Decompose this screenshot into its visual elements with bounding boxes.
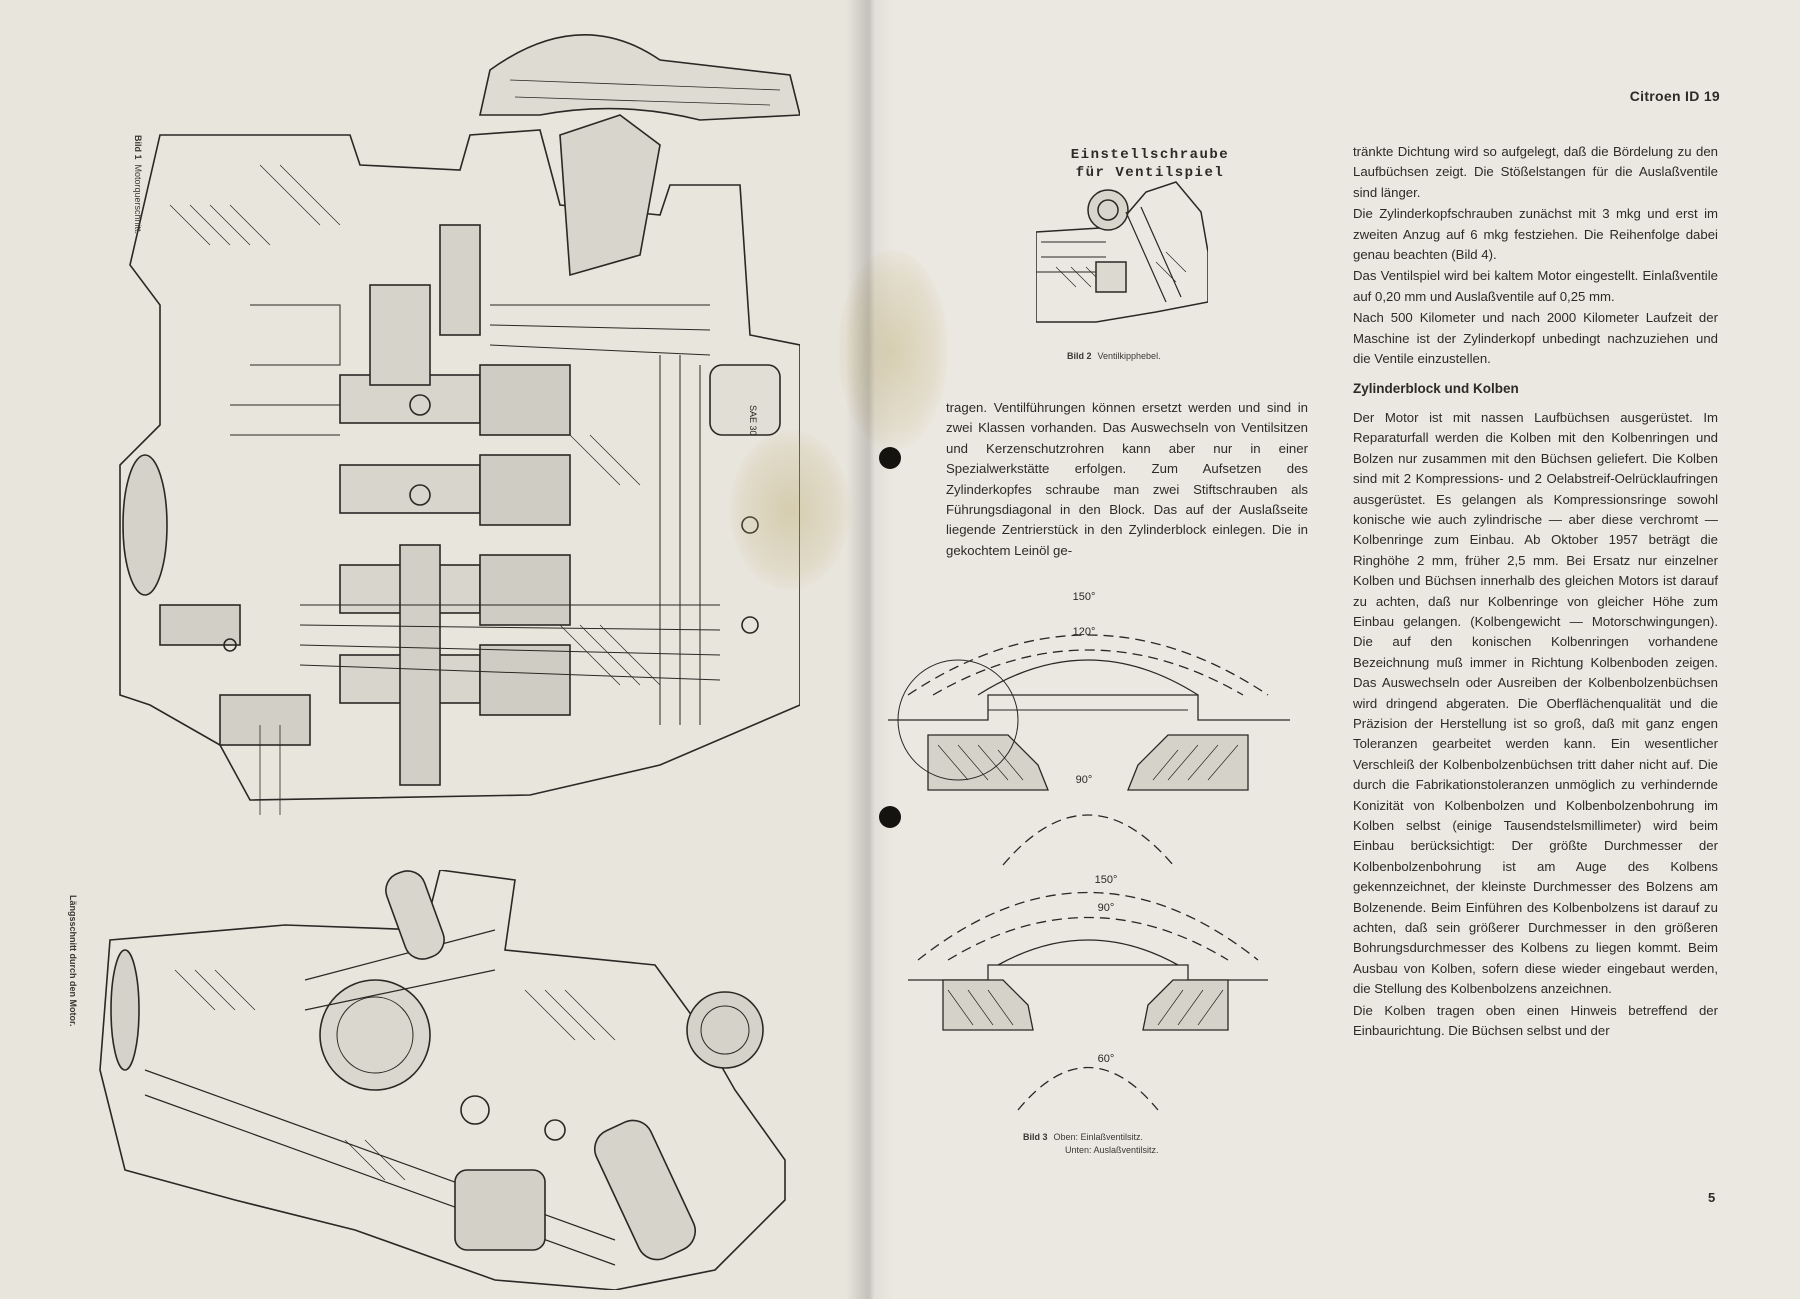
rocker-arm-drawing <box>1036 181 1208 323</box>
col2-paragraph-1: tränkte Dichtung wird so aufgelegt, daß … <box>1353 144 1718 200</box>
section-heading: Zylinderblock und Kolben <box>1353 381 1519 397</box>
figure2-caption: Bild 2 Ventilkipphebel. <box>1067 350 1161 363</box>
text-column-2: tränkte Dichtung wird so aufgelegt, daß … <box>1353 142 1718 1042</box>
figure1-label: Bild 1 <box>133 135 143 160</box>
engine-longitudinal-section-drawing <box>99 870 786 1290</box>
figure3-caption-line2: Unten: Auslaßventilsitz. <box>1065 1145 1159 1155</box>
top-angle-120: 120° <box>1073 626 1096 638</box>
figure2-caption-text: Ventilkipphebel. <box>1097 351 1161 361</box>
stain-left <box>730 430 850 590</box>
top-angle-90: 90° <box>1076 774 1093 786</box>
col2-paragraph-5: Der Motor ist mit nassen Laufbüchsen aus… <box>1353 409 1718 997</box>
left-page: SAE 30 <box>0 0 868 1299</box>
col2-paragraph-6: Die Kolben tragen oben einen Hinweis bet… <box>1353 1002 1718 1039</box>
stain-right <box>838 250 948 450</box>
figure2-title-line2: für Ventilspiel <box>1075 165 1225 181</box>
page-number: 5 <box>1708 1190 1716 1205</box>
col2-paragraph-2: Die Zylinderkopfschrauben zunächst mit 3… <box>1353 206 1718 263</box>
book-gutter <box>846 0 894 1299</box>
figure1-caption-text: Motorquerschnitt. <box>133 164 143 235</box>
top-angle-150: 150° <box>1073 591 1096 603</box>
figure1-caption: Bild 1 Motorquerschnitt. <box>133 135 143 234</box>
punch-hole-top <box>879 447 901 469</box>
page-header-title: Citroen ID 19 <box>1629 88 1720 104</box>
figure2-label: Bild 2 <box>1067 351 1092 361</box>
col1-paragraph: tragen. Ventilführungen können ersetzt w… <box>946 400 1308 558</box>
bottom-angle-60: 60° <box>1098 1053 1115 1065</box>
text-column-1: tragen. Ventilführungen können ersetzt w… <box>946 398 1308 562</box>
right-page <box>838 0 1800 1299</box>
figure2-title: Einstellschraube für Ventilspiel <box>1050 146 1250 182</box>
bottom-angle-150: 150° <box>1095 874 1118 886</box>
col2-paragraph-3: Das Ventilspiel wird bei kaltem Motor ei… <box>1353 268 1718 304</box>
figure3-caption-line1: Oben: Einlaßventilsitz. <box>1053 1132 1144 1142</box>
figure2-title-line1: Einstellschraube <box>1070 147 1230 163</box>
figure3-label: Bild 3 <box>1023 1132 1048 1142</box>
bottom-angle-90: 90° <box>1098 902 1115 914</box>
engine-cross-section-drawing: SAE 30 <box>119 34 800 815</box>
figure1b-caption: Längsschnitt durch den Motor. <box>68 895 78 1027</box>
figure1b-caption-text: Längsschnitt durch den Motor. <box>68 895 78 1027</box>
col2-paragraph-4: Nach 500 Kilometer und nach 2000 Kilomet… <box>1353 310 1718 367</box>
figure3-caption: Bild 3 Oben: Einlaßventilsitz. Unten: Aus… <box>1023 1131 1159 1157</box>
punch-hole-bottom <box>879 806 901 828</box>
valve-seat-diagram: 150° 120° 90° 150° 90° 60° <box>888 591 1290 1111</box>
filler-cap-label: SAE 30 <box>748 405 758 436</box>
